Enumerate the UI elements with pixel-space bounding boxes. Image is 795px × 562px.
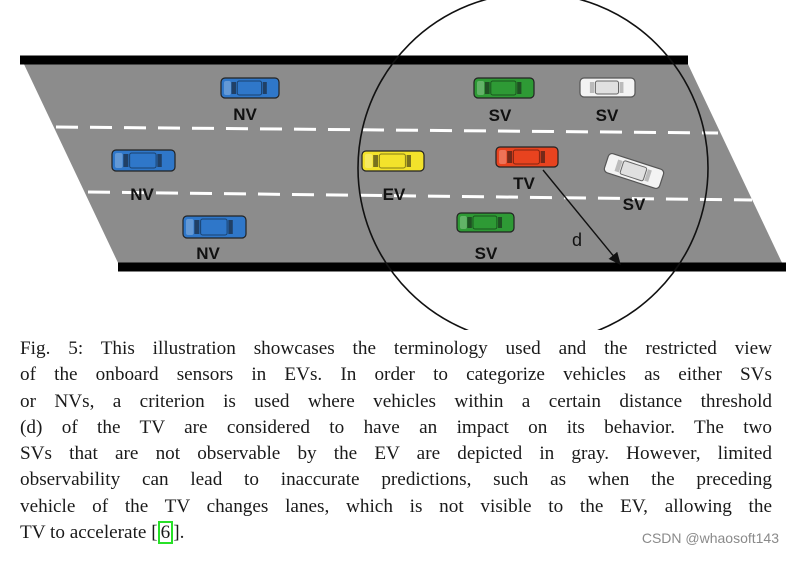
- lane-marking-upper: [55, 125, 719, 135]
- vehicle-sv-bot: [456, 212, 515, 233]
- label-sv-gray-top: SV: [596, 106, 619, 125]
- label-nv-bot: NV: [196, 244, 220, 263]
- citation-link[interactable]: 6: [157, 521, 174, 545]
- label-nv-mid: NV: [130, 185, 154, 204]
- label-tv: TV: [513, 174, 535, 193]
- distance-arrow: [542, 169, 621, 266]
- vehicle-ev: [361, 150, 425, 172]
- road-scene-diagram: NV NV NV EV TV SV SV SV SV d: [20, 0, 786, 330]
- label-sv-bot: SV: [475, 244, 498, 263]
- sensor-range-circle: [357, 0, 709, 330]
- label-sv-top: SV: [489, 106, 512, 125]
- caption-last-line: TV to accelerate [6].: [20, 520, 772, 546]
- label-sv-gray-right: SV: [623, 195, 646, 214]
- label-nv-top: NV: [233, 105, 257, 124]
- vehicle-sv-gray-top: [579, 77, 636, 98]
- caption-line: Fig. 5: This illustration showcases the …: [20, 338, 772, 359]
- lane-marking-lower: [87, 190, 753, 202]
- watermark: CSDN @whaosoft143: [641, 530, 779, 546]
- caption-last-prefix: TV to accelerate [: [20, 522, 158, 544]
- distance-label: d: [572, 230, 582, 250]
- caption-line: (d) of the TV are considered to have an …: [20, 416, 772, 438]
- vehicle-sv-top: [473, 77, 535, 99]
- caption-line: vehicle of the TV changes lanes, which i…: [20, 495, 772, 517]
- label-ev: EV: [383, 185, 406, 204]
- caption-line: observability can lead to inaccurate pre…: [20, 469, 772, 491]
- caption-line: SVs that are not observable by the EV ar…: [20, 443, 772, 465]
- caption-last-suffix: ].: [173, 522, 185, 544]
- vehicle-nv-top: [220, 77, 280, 99]
- vehicle-nv-bot: [182, 215, 247, 239]
- caption-line: or NVs, a criterion is used where vehicl…: [20, 390, 772, 412]
- vehicle-tv: [495, 146, 559, 168]
- vehicle-sv-gray-right: [603, 152, 665, 190]
- caption-line: of the onboard sensors in EVs. In order …: [20, 364, 772, 386]
- vehicle-nv-mid: [111, 149, 176, 172]
- figure-caption: Fig. 5: This illustration showcases the …: [20, 336, 772, 546]
